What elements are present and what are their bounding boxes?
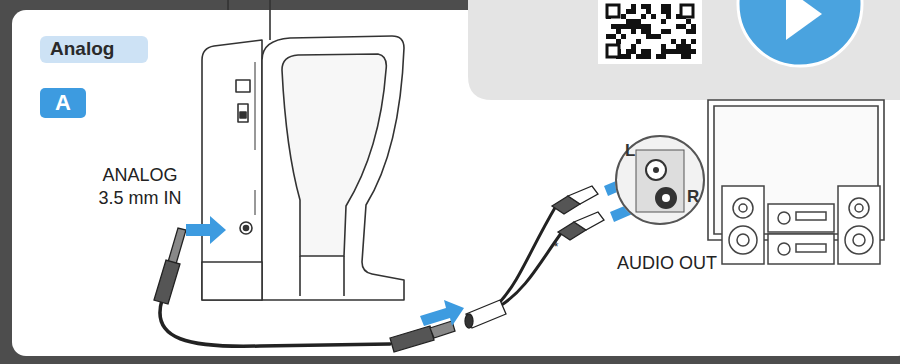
qr-cell <box>666 49 671 54</box>
qr-cell <box>621 34 626 39</box>
node-text: A <box>40 88 86 118</box>
qr-cell <box>691 39 696 44</box>
qr-cell <box>681 44 686 49</box>
qr-cell <box>626 24 631 29</box>
play-button <box>738 0 862 66</box>
qr-cell <box>671 49 676 54</box>
qr-cell <box>641 49 646 54</box>
zoom-circle-ground <box>615 135 705 225</box>
qr-cell <box>666 14 671 19</box>
qr-cell <box>656 54 661 59</box>
footnote-mark: * <box>550 240 562 256</box>
qr-cell <box>646 24 651 29</box>
node-text: Analog <box>50 38 136 60</box>
step-badge: A <box>40 88 86 118</box>
qr-cell <box>641 14 646 19</box>
qr-cell <box>606 34 611 39</box>
qr-cell <box>651 34 656 39</box>
qr-frame <box>598 0 702 64</box>
qr-cell <box>651 14 656 19</box>
qr-cell <box>661 9 666 14</box>
plug <box>154 186 604 352</box>
qr-cell <box>631 29 636 34</box>
qr-cell <box>686 29 691 34</box>
qr-cell <box>681 54 686 59</box>
qr-cell <box>626 9 631 14</box>
qr-cell <box>676 49 681 54</box>
qr-cell <box>616 39 621 44</box>
qr-cell <box>666 29 671 34</box>
qr-cell <box>661 49 666 54</box>
qr-cell <box>641 54 646 59</box>
qr-cell <box>666 9 671 14</box>
qr-cell <box>631 4 636 9</box>
qr-cell <box>661 54 666 59</box>
qr-cell <box>686 49 691 54</box>
qr-cell <box>691 24 696 29</box>
qr-cell <box>691 49 696 54</box>
zoom-circle-outline <box>616 136 704 224</box>
qr-cell <box>646 29 651 34</box>
channel-label: R <box>687 187 699 207</box>
qr-cell <box>631 19 636 24</box>
qr-cell <box>686 54 691 59</box>
qr-cell <box>611 24 616 29</box>
qr-cell <box>686 19 691 24</box>
play-icon <box>786 0 822 40</box>
qr-cell <box>661 19 666 24</box>
base-station <box>202 0 404 300</box>
qr-cell <box>676 24 681 29</box>
qr-code <box>606 4 696 59</box>
qr-cell <box>646 34 651 39</box>
qr-cell <box>681 39 686 44</box>
qr-cell <box>626 49 631 54</box>
qr-cell <box>666 4 671 9</box>
qr-cell <box>631 49 636 54</box>
qr-cell <box>656 34 661 39</box>
qr-cell <box>676 44 681 49</box>
qr-cell <box>636 39 641 44</box>
qr-cell <box>686 44 691 49</box>
qr-cell <box>631 44 636 49</box>
qr-cell <box>661 4 666 9</box>
qr-cell <box>641 29 646 34</box>
qr-cell <box>621 14 626 19</box>
qr-cell <box>646 54 651 59</box>
qr-cell <box>616 29 621 34</box>
qr-cell <box>631 9 636 14</box>
qr-cell <box>646 4 651 9</box>
stereo <box>722 186 880 264</box>
qr-cell <box>611 34 616 39</box>
cable <box>160 206 562 346</box>
qr-finder <box>681 5 693 17</box>
qr-cell <box>636 19 641 24</box>
qr-cell <box>641 4 646 9</box>
rca-jack <box>636 150 684 212</box>
insert-arrow <box>186 168 652 326</box>
qr-cell <box>636 24 641 29</box>
port-label: ANALOG 3.5 mm IN <box>88 164 192 211</box>
section-tab: Analog <box>40 36 148 63</box>
qr-cell <box>621 54 626 59</box>
qr-cell <box>661 44 666 49</box>
qr-cell <box>681 49 686 54</box>
zoom-circle: LR <box>615 135 705 225</box>
qr-cell <box>621 24 626 29</box>
qr-cell <box>646 9 651 14</box>
qr-cell <box>671 39 676 44</box>
qr-finder <box>607 5 619 17</box>
qr-cell <box>681 24 686 29</box>
qr-cell <box>646 49 651 54</box>
qr-cell <box>641 24 646 29</box>
port-label: AUDIO OUT <box>612 252 722 275</box>
qr-finder <box>607 45 619 57</box>
qr-cell <box>631 24 636 29</box>
qr-cell <box>626 19 631 24</box>
channel-label: L <box>625 141 635 161</box>
qr-cell <box>636 54 641 59</box>
qr-cell <box>661 29 666 34</box>
qr-cell <box>691 29 696 34</box>
qr-cell <box>616 24 621 29</box>
qr-cell <box>626 54 631 59</box>
